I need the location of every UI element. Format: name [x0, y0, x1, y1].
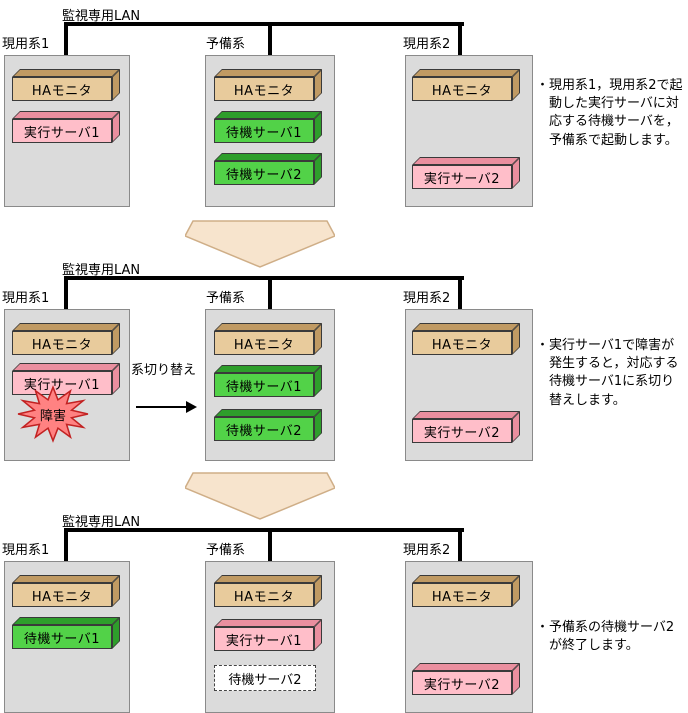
server-box-ha-monitor: HAモニタ [12, 69, 120, 101]
system-label-active-1: 現用系1 [2, 37, 50, 52]
server-label: 待機サーバ1 [214, 119, 314, 143]
box-face-top [12, 363, 120, 371]
server-label: 実行サーバ1 [12, 371, 112, 395]
lan-drop-right [458, 276, 462, 309]
system-label-active-1: 現用系1 [2, 291, 50, 306]
monitoring-lan-line [64, 528, 464, 532]
box-face-top [412, 323, 520, 331]
box-face-top [214, 153, 322, 161]
server-label: 待機サーバ2 [214, 417, 314, 441]
note-text: ・実行サーバ1で障害が発生すると，対応する待機サーバ1に系切り替えします。 [536, 338, 679, 408]
server-label: HAモニタ [214, 331, 314, 355]
box-face-top [12, 617, 120, 625]
stage-2: 監視専用LAN 現用系1 予備系 現用系2 HAモニタ 実行サーバ1 障害 系切… [0, 259, 688, 463]
lan-drop-right [458, 528, 462, 561]
server-box-exec-server-2: 実行サーバ2 [412, 663, 520, 695]
system-label-standby: 予備系 [206, 291, 246, 306]
box-face-top [214, 409, 322, 417]
lan-drop-left [64, 528, 68, 561]
box-face-top [12, 575, 120, 583]
server-box-standby-server-2: 待機サーバ2 [214, 409, 322, 441]
box-face-top [412, 157, 520, 165]
server-box-standby-server-1: 待機サーバ1 [214, 111, 322, 143]
server-box-exec-server-1: 実行サーバ1 [214, 619, 322, 651]
lan-drop-left [64, 22, 68, 55]
box-face-top [412, 411, 520, 419]
server-box-exec-server-2: 実行サーバ2 [412, 157, 520, 189]
server-label: 待機サーバ1 [12, 625, 112, 649]
server-box-ha-monitor: HAモニタ [214, 323, 322, 355]
server-label: 待機サーバ1 [214, 373, 314, 397]
lan-drop-center [268, 276, 272, 309]
server-box-ha-monitor: HAモニタ [12, 575, 120, 607]
box-face-top [214, 323, 322, 331]
lan-label: 監視専用LAN [62, 263, 141, 278]
note-text: ・予備系の待機サーバ2が終了します。 [536, 620, 675, 654]
server-box-standby-server-1: 待機サーバ1 [12, 617, 120, 649]
server-label: 実行サーバ2 [412, 165, 512, 189]
box-face-top [412, 575, 520, 583]
lan-drop-center [268, 22, 272, 55]
down-arrow-icon [183, 220, 337, 268]
server-box-ha-monitor: HAモニタ [412, 575, 520, 607]
box-face-top [214, 619, 322, 627]
server-label: HAモニタ [412, 77, 512, 101]
server-label: HAモニタ [12, 331, 112, 355]
arrow-head [186, 401, 197, 413]
server-label: 実行サーバ2 [412, 671, 512, 695]
system-label-active-2: 現用系2 [403, 291, 451, 306]
system-label-standby: 予備系 [206, 543, 246, 558]
server-label: HAモニタ [12, 583, 112, 607]
lan-drop-center [268, 528, 272, 561]
failure-label: 障害 [39, 408, 66, 424]
server-box-exec-server-1: 実行サーバ1 [12, 111, 120, 143]
server-label: 待機サーバ2 [214, 161, 314, 185]
monitoring-lan-line [64, 276, 464, 280]
server-label: HAモニタ [214, 583, 314, 607]
server-box-ha-monitor: HAモニタ [214, 69, 322, 101]
server-label: HAモニタ [214, 77, 314, 101]
server-box-ha-monitor: HAモニタ [214, 575, 322, 607]
server-label: HAモニタ [412, 331, 512, 355]
server-box-exec-server-2: 実行サーバ2 [412, 411, 520, 443]
stage-1: 監視専用LAN 現用系1 予備系 現用系2 HAモニタ 実行サーバ1 HAモニタ… [0, 5, 688, 209]
box-face-top [12, 111, 120, 119]
box-face-top [12, 69, 120, 77]
lan-drop-left [64, 276, 68, 309]
server-box-standby-server-2: 待機サーバ2 [214, 153, 322, 185]
box-face-top [214, 111, 322, 119]
system-label-active-1: 現用系1 [2, 543, 50, 558]
down-arrow-icon [183, 472, 337, 520]
server-label: 実行サーバ1 [12, 119, 112, 143]
server-box-exec-server-1: 実行サーバ1 [12, 363, 120, 395]
box-face-top [412, 663, 520, 671]
system-label-standby: 予備系 [206, 37, 246, 52]
system-label-active-2: 現用系2 [403, 37, 451, 52]
right-arrow-icon [136, 401, 198, 413]
server-box-ha-monitor: HAモニタ [412, 69, 520, 101]
lan-label: 監視専用LAN [62, 9, 141, 24]
lan-label: 監視専用LAN [62, 515, 141, 530]
stage-3: 監視専用LAN 現用系1 予備系 現用系2 HAモニタ 待機サーバ1 HAモニタ… [0, 511, 688, 713]
arrow-line [136, 406, 186, 408]
server-box-standby-server-2-terminated: 待機サーバ2 [214, 665, 316, 691]
server-label: HAモニタ [12, 77, 112, 101]
box-face-top [214, 575, 322, 583]
note-text: ・現用系1，現用系2で起動した実行サーバに対応する待機サーバを，予備系で起動しま… [536, 78, 683, 148]
server-box-standby-server-1: 待機サーバ1 [214, 365, 322, 397]
lan-drop-right [458, 22, 462, 55]
server-box-ha-monitor: HAモニタ [12, 323, 120, 355]
box-face-top [214, 365, 322, 373]
server-label: 実行サーバ1 [214, 627, 314, 651]
server-label: 実行サーバ2 [412, 419, 512, 443]
box-face-top [12, 323, 120, 331]
switchover-label: 系切り替え [131, 363, 197, 378]
server-box-ha-monitor: HAモニタ [412, 323, 520, 355]
failure-burst-icon: 障害 [16, 385, 90, 443]
box-face-top [214, 69, 322, 77]
system-label-active-2: 現用系2 [403, 543, 451, 558]
box-face-top [412, 69, 520, 77]
monitoring-lan-line [64, 22, 464, 26]
server-label: HAモニタ [412, 583, 512, 607]
